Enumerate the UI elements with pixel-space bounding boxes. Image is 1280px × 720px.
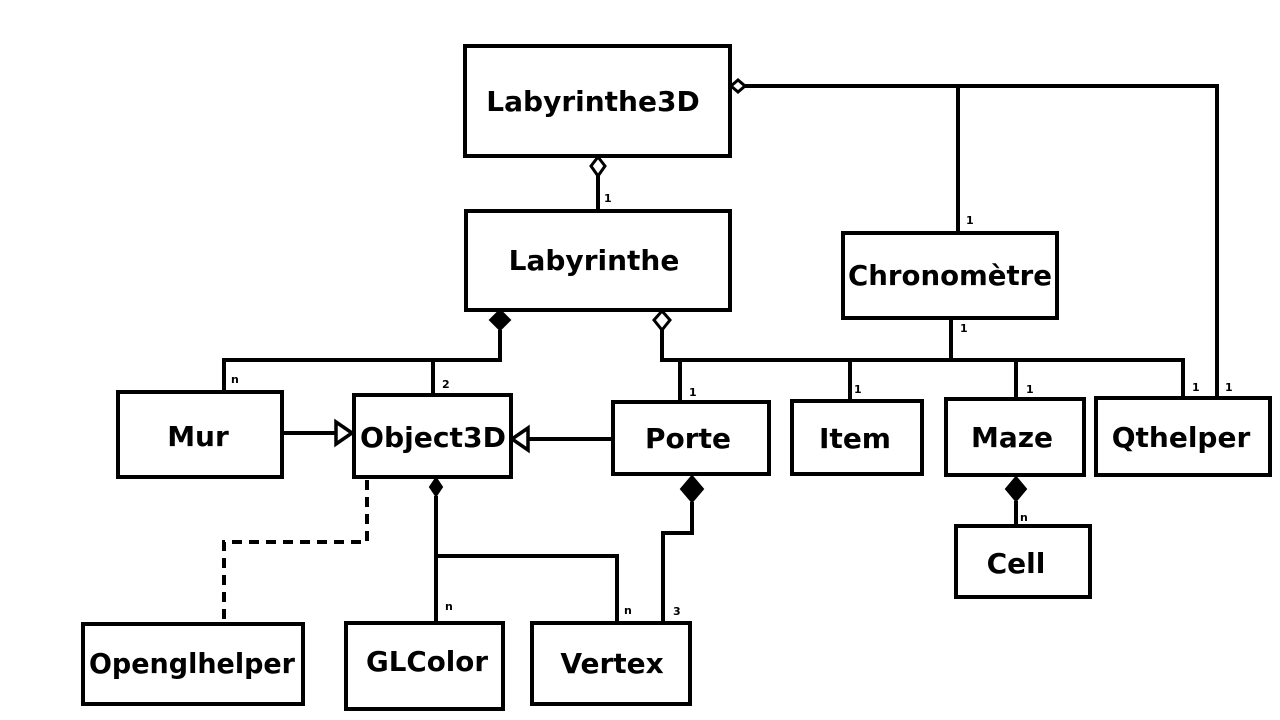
multiplicity-vertex-porte: 3 <box>673 605 681 618</box>
line-object3d-glcolor-vertex <box>434 496 619 623</box>
class-item: Item <box>790 399 924 476</box>
multiplicity-object3d: 2 <box>442 378 450 391</box>
composition-diamond-porte <box>679 474 705 504</box>
class-labyrinthe3d: Labyrinthe3D <box>463 44 732 158</box>
class-name-cell: Cell <box>987 547 1046 580</box>
class-box-porte <box>611 400 771 476</box>
relationship-markers <box>334 78 1028 504</box>
line-labyrinthe-mur-object3d <box>222 330 502 395</box>
class-name-qthelper: Qthelper <box>1112 421 1251 454</box>
multiplicity-labels: 1 1 1 n 2 1 1 1 1 1 n n n 3 <box>231 192 1233 618</box>
class-qthelper: Qthelper <box>1094 396 1272 477</box>
class-object3d: Object3D <box>352 393 513 479</box>
class-openglhelper: Openglhelper <box>81 622 305 706</box>
class-name-porte: Porte <box>645 422 731 455</box>
multiplicity-item: 1 <box>854 383 862 396</box>
inheritance-arrow-mur <box>334 418 356 448</box>
class-porte: Porte <box>611 400 771 476</box>
multiplicity-chronometre-top: 1 <box>966 214 974 227</box>
class-box-mur <box>116 390 284 479</box>
class-name-chronometre: Chronomètre <box>848 259 1052 292</box>
class-box-glcolor <box>344 621 505 711</box>
line-labyrinthe-bus <box>660 330 1185 402</box>
class-box-labyrinthe <box>464 209 732 312</box>
class-box-object3d <box>352 393 513 479</box>
class-box-labyrinthe3d <box>463 44 732 158</box>
multiplicity-maze: 1 <box>1026 383 1034 396</box>
class-name-labyrinthe3d: Labyrinthe3D <box>486 85 699 118</box>
class-chronometre: Chronomètre <box>841 231 1059 320</box>
multiplicity-qthelper-outer: 1 <box>1225 381 1233 394</box>
class-box-item <box>790 399 924 476</box>
class-name-labyrinthe: Labyrinthe <box>509 244 680 277</box>
aggregation-diamond-labyrinthe3d-bottom <box>589 154 607 179</box>
class-labyrinthe: Labyrinthe <box>464 209 732 312</box>
line-porte-vertex <box>661 502 694 623</box>
class-name-item: Item <box>819 422 891 455</box>
inheritance-arrow-porte <box>508 424 530 454</box>
multiplicity-chronometre-bottom: 1 <box>960 322 968 335</box>
line-labyrinthe3d-right-bus <box>745 84 1219 398</box>
connector-lines <box>222 84 1219 624</box>
class-maze: Maze <box>944 397 1086 477</box>
class-box-qthelper <box>1094 396 1272 477</box>
class-mur: Mur <box>116 390 284 479</box>
multiplicity-qthelper-inner: 1 <box>1192 381 1200 394</box>
class-box-cell <box>954 524 1092 599</box>
composition-diamond-labyrinthe-left <box>488 308 512 332</box>
class-name-maze: Maze <box>971 421 1053 454</box>
class-name-vertex: Vertex <box>560 647 663 680</box>
multiplicity-vertex-object: n <box>624 604 632 617</box>
multiplicity-glcolor: n <box>445 600 453 613</box>
class-name-openglhelper: Openglhelper <box>89 647 295 680</box>
class-glcolor: GLColor <box>344 621 505 711</box>
multiplicity-mur: n <box>231 373 239 386</box>
multiplicity-cell: n <box>1020 511 1028 524</box>
class-name-glcolor: GLColor <box>366 645 488 678</box>
multiplicity-labyrinthe: 1 <box>604 192 612 205</box>
aggregation-diamond-labyrinthe3d-right <box>728 78 748 94</box>
class-box-chronometre <box>841 231 1059 320</box>
class-name-object3d: Object3D <box>360 421 506 454</box>
dependency-object3d-openglhelper <box>222 480 369 624</box>
aggregation-diamond-labyrinthe-right <box>652 308 672 333</box>
multiplicity-porte: 1 <box>689 386 697 399</box>
class-box-maze <box>944 397 1086 477</box>
class-cell: Cell <box>954 524 1092 599</box>
class-vertex: Vertex <box>530 621 692 706</box>
composition-diamond-object3d <box>428 476 444 498</box>
class-box-vertex <box>530 621 692 706</box>
composition-diamond-maze <box>1004 475 1028 503</box>
class-box-openglhelper <box>81 622 305 706</box>
class-name-mur: Mur <box>167 420 229 453</box>
